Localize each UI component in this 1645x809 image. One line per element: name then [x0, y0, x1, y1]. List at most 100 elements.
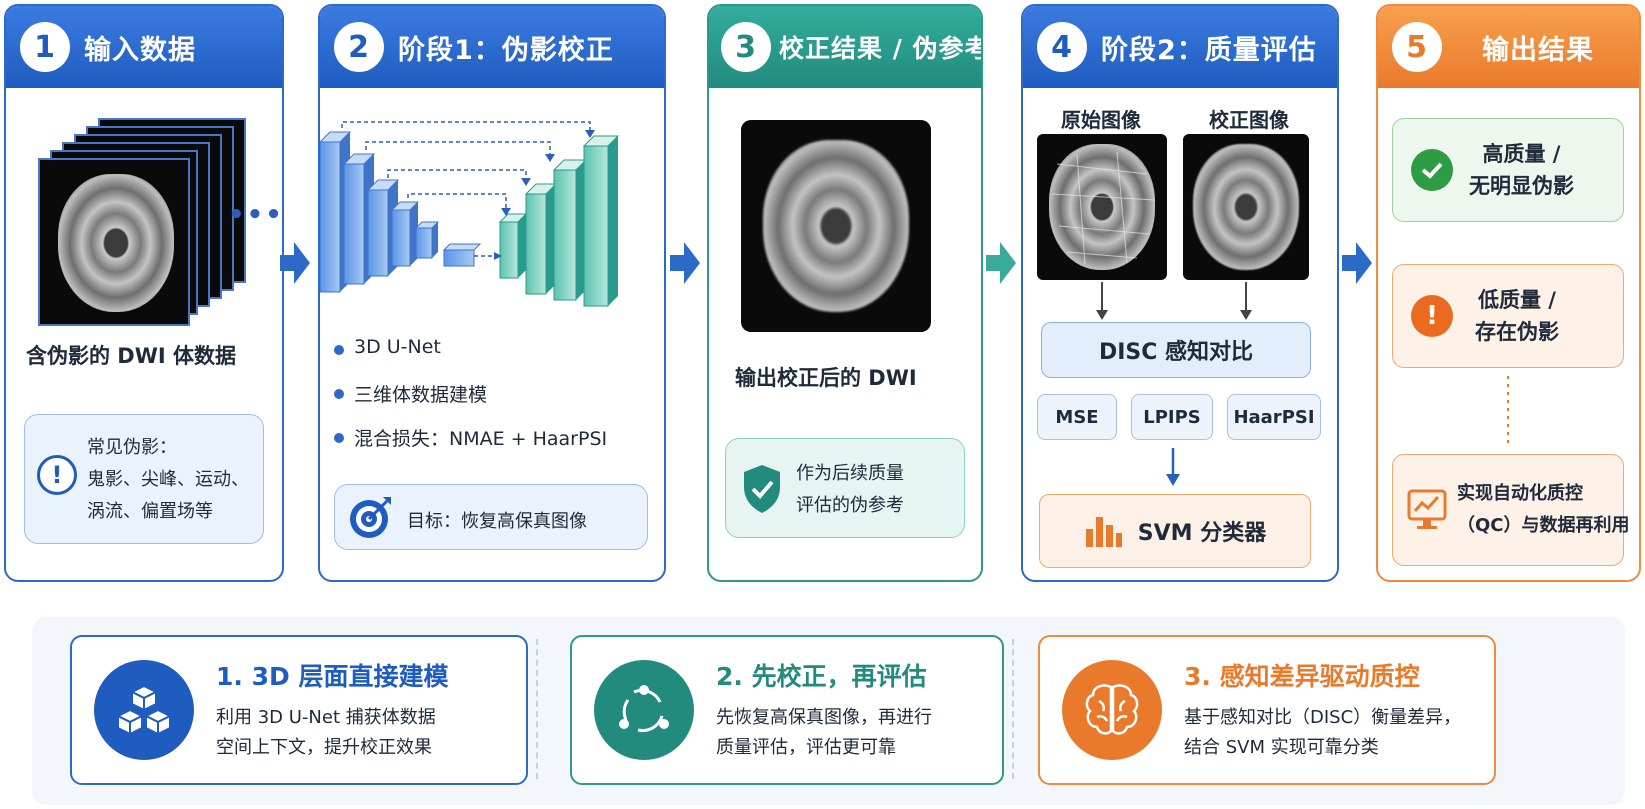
skip-arrowheads	[494, 130, 595, 260]
panel-quality-assessment: 4 阶段2：质量评估 原始图像 校正图像 DISC 感知对比 MSE LPIPS…	[1021, 4, 1339, 582]
panel-header: 3 校正结果 / 伪参考	[709, 6, 981, 88]
skip-connections	[341, 121, 591, 257]
artifacts-line: 涡流、偏置场等	[87, 501, 213, 522]
low-quality-result: ! 低质量 / 存在伪影	[1392, 264, 1624, 368]
unet-diagram	[320, 121, 620, 307]
feature-perceptual-qc: 3. 感知差异驱动质控 基于感知对比（DISC）衡量差异， 结合 SVM 实现可…	[1038, 635, 1496, 785]
feature-desc-line: 结合 SVM 实现可靠分类	[1184, 737, 1379, 758]
bar-chart-icon	[1085, 517, 1122, 547]
target-icon	[350, 497, 391, 538]
disc-comparison-box: DISC 感知对比	[1041, 322, 1311, 378]
feature-desc-line: 利用 3D U-Net 捕获体数据	[216, 707, 436, 728]
high-quality-result: 高质量 / 无明显伪影	[1392, 118, 1624, 222]
brain-image	[1193, 144, 1299, 270]
reference-note-line: 评估的伪参考	[796, 495, 904, 516]
step-number: 3	[721, 22, 771, 72]
qc-line: （QC）与数据再利用	[1457, 515, 1630, 536]
metric-lpips: LPIPS	[1131, 394, 1213, 440]
more-slices-ellipsis: •••	[228, 200, 284, 230]
bad-result-line: 存在伪影	[1475, 320, 1559, 344]
flow-arrow	[1342, 242, 1372, 284]
step-title: 阶段1：伪影校正	[398, 34, 614, 66]
step-number: 4	[1037, 22, 1087, 72]
key-features-strip: 1. 3D 层面直接建模 利用 3D U-Net 捕获体数据 空间上下文，提升校…	[32, 617, 1625, 805]
feature-desc-line: 先恢复高保真图像，再进行	[716, 707, 932, 728]
original-image	[1037, 134, 1167, 280]
goal-text: 目标：恢复高保真图像	[407, 511, 587, 532]
input-caption: 含伪影的 DWI 体数据	[26, 344, 237, 368]
flow-arrow	[280, 242, 310, 284]
feature-desc-line: 空间上下文，提升校正效果	[216, 737, 432, 758]
brain-image	[763, 140, 909, 312]
metric-haarpsi: HaarPSI	[1227, 394, 1321, 440]
panel-input-data: 1 输入数据 ••• 含伪影的 DWI 体数据 ! 常见伪影： 鬼影、尖峰、运动…	[4, 4, 284, 582]
artifact-streaks	[1051, 151, 1156, 265]
qc-line: 实现自动化质控	[1457, 483, 1583, 504]
step-number: 2	[334, 22, 384, 72]
brain-image	[58, 174, 174, 312]
feature-correct-then-assess: 2. 先校正，再评估 先恢复高保真图像，再进行 质量评估，评估更可靠	[570, 635, 1004, 785]
feature-bullet: 混合损失：NMAE + HaarPSI	[354, 428, 608, 450]
panel-header: 1 输入数据	[6, 6, 282, 88]
feature-title: 2. 先校正，再评估	[716, 662, 927, 691]
original-image-label: 原始图像	[1061, 108, 1141, 132]
monitor-chart-icon	[1407, 489, 1447, 529]
panel-header: 2 阶段1：伪影校正	[320, 6, 664, 88]
down-arrow-icon	[1166, 448, 1180, 486]
down-arrows	[1096, 282, 1252, 320]
flow-arrow	[986, 242, 1016, 284]
result-caption: 输出校正后的 DWI	[735, 366, 917, 390]
step-title: 阶段2：质量评估	[1101, 34, 1317, 66]
svm-classifier-box: SVM 分类器	[1039, 494, 1311, 568]
feature-title: 3. 感知差异驱动质控	[1184, 662, 1420, 691]
bullet-dot	[334, 345, 344, 355]
warning-icon: !	[1411, 295, 1453, 337]
good-result-line: 高质量 /	[1482, 142, 1561, 166]
flow-arrow	[670, 242, 700, 284]
bullet-dot	[334, 433, 344, 443]
artifacts-title: 常见伪影：	[87, 437, 177, 458]
cube-icon	[94, 660, 194, 760]
good-result-line: 无明显伪影	[1469, 174, 1574, 198]
divider	[1012, 639, 1014, 779]
corrected-dwi-image	[741, 120, 931, 332]
svm-label: SVM 分类器	[1137, 521, 1267, 546]
corrected-image	[1183, 134, 1309, 280]
volume-slice-front	[38, 158, 190, 326]
cycle-icon	[594, 660, 694, 760]
feature-3d-modeling: 1. 3D 层面直接建模 利用 3D U-Net 捕获体数据 空间上下文，提升校…	[70, 635, 528, 785]
feature-desc-line: 质量评估，评估更可靠	[716, 737, 896, 758]
corrected-image-label: 校正图像	[1209, 108, 1289, 132]
step-number: 1	[20, 22, 70, 72]
step-title: 校正结果 / 伪参考	[779, 34, 983, 63]
shield-check-icon	[744, 465, 780, 513]
panel-header: 5 输出结果	[1378, 6, 1639, 88]
divider	[536, 639, 538, 779]
brain-icon	[1062, 660, 1162, 760]
panel-header: 4 阶段2：质量评估	[1023, 6, 1337, 88]
feature-desc-line: 基于感知对比（DISC）衡量差异，	[1184, 707, 1462, 728]
check-icon	[1411, 149, 1453, 191]
bullet-dot	[334, 389, 344, 399]
feature-title: 1. 3D 层面直接建模	[216, 662, 449, 691]
encoder-blocks	[320, 131, 440, 293]
reference-note-line: 作为后续质量	[796, 463, 904, 484]
decoder-blocks	[498, 135, 620, 307]
step-title: 输入数据	[84, 34, 196, 66]
step-number: 5	[1392, 22, 1442, 72]
artifacts-box: ! 常见伪影： 鬼影、尖峰、运动、 涡流、偏置场等	[24, 414, 264, 544]
dotted-connector	[1507, 376, 1509, 448]
panel-correction-result: 3 校正结果 / 伪参考 输出校正后的 DWI 作为后续质量 评估的伪参考	[707, 4, 983, 582]
bad-result-line: 低质量 /	[1478, 288, 1556, 312]
pseudo-reference-box: 作为后续质量 评估的伪参考	[725, 438, 965, 538]
panel-artifact-correction: 2 阶段1：伪影校正	[318, 4, 666, 582]
bottleneck-block	[442, 243, 482, 267]
step-title: 输出结果	[1482, 34, 1594, 66]
feature-bullet: 三维体数据建模	[354, 384, 488, 406]
panel-output-results: 5 输出结果 高质量 / 无明显伪影 ! 低质量 / 存在伪影 实现自动化质控 …	[1376, 4, 1641, 582]
metric-mse: MSE	[1037, 394, 1117, 440]
feature-bullet: 3D U-Net	[354, 336, 441, 358]
artifacts-line: 鬼影、尖峰、运动、	[87, 469, 249, 490]
automated-qc-result: 实现自动化质控 （QC）与数据再利用	[1392, 454, 1630, 566]
exclamation-icon: !	[37, 455, 77, 495]
